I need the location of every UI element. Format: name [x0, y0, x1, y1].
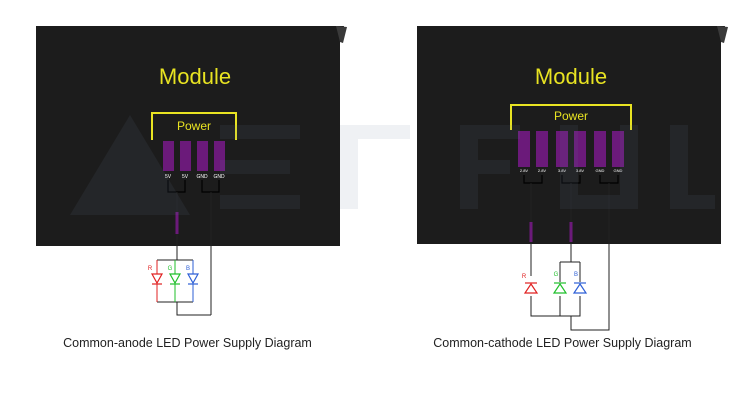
- led-blue: [186, 260, 200, 302]
- pin-label: GND: [213, 174, 225, 180]
- diagram-caption: Common-anode LED Power Supply Diagram: [63, 336, 312, 350]
- pin-label: 3.8V: [576, 168, 585, 173]
- pin-5v-1: [163, 141, 174, 171]
- pin-label: 5V: [165, 174, 172, 180]
- led-label-b: B: [574, 272, 578, 278]
- gb-supply-highlight: [569, 222, 573, 242]
- led-green: [168, 260, 182, 302]
- diagram-caption: Common-cathode LED Power Supply Diagram: [433, 336, 692, 350]
- pin-label: GND: [614, 168, 623, 173]
- led-blue: [572, 282, 588, 294]
- module-board: [417, 26, 725, 244]
- pin-3: [556, 131, 568, 167]
- pin-label: 2.8V: [520, 168, 529, 173]
- module-board-edge: [336, 26, 347, 43]
- pin-label: 2.8V: [538, 168, 547, 173]
- ground-wire: [570, 183, 610, 331]
- power-bracket: [510, 104, 632, 130]
- led-label-b: B: [186, 266, 190, 272]
- power-label: Power: [177, 119, 211, 133]
- common-cathode-schematic: Module Power 2.8V 2.8V 3.8V 3.8V GND GND: [417, 26, 728, 331]
- power-label: Power: [554, 109, 588, 123]
- pin-5v-2: [180, 141, 191, 171]
- common-cathode-diagram: Module Power 2.8V 2.8V 3.8V 3.8V GND GND: [375, 0, 750, 402]
- module-label: Module: [535, 64, 607, 89]
- pin-4: [574, 131, 586, 167]
- pin-label: 3.8V: [558, 168, 567, 173]
- pin-gnd-1: [197, 141, 208, 171]
- return-wire: [176, 302, 211, 316]
- led-label-g: G: [168, 266, 173, 272]
- pin-6: [612, 131, 624, 167]
- led-label-r: R: [148, 266, 153, 272]
- led-red: [150, 260, 164, 302]
- common-anode-diagram: Module Power 5V 5V GND GND R: [36, 26, 347, 350]
- module-label: Module: [159, 64, 231, 89]
- module-board: [36, 26, 344, 246]
- cathode-bus: [530, 296, 581, 317]
- pin-5: [594, 131, 606, 167]
- pin-2: [536, 131, 548, 167]
- module-board-edge: [717, 26, 728, 43]
- led-red: [523, 282, 539, 294]
- pin-label: GND: [196, 174, 208, 180]
- anode-wire-highlight: [175, 212, 179, 234]
- pin-1: [518, 131, 530, 167]
- led-label-r: R: [522, 274, 527, 280]
- common-anode-schematic: Module Power 5V 5V GND GND R: [36, 26, 347, 316]
- led-green: [552, 282, 568, 294]
- led-label-g: G: [554, 272, 559, 278]
- bridge-1: [523, 175, 543, 184]
- pin-label: GND: [596, 168, 605, 173]
- pin-gnd-2: [214, 141, 225, 171]
- red-supply-highlight: [529, 222, 533, 242]
- pin-label: 5V: [182, 174, 189, 180]
- power-bracket: [151, 112, 237, 140]
